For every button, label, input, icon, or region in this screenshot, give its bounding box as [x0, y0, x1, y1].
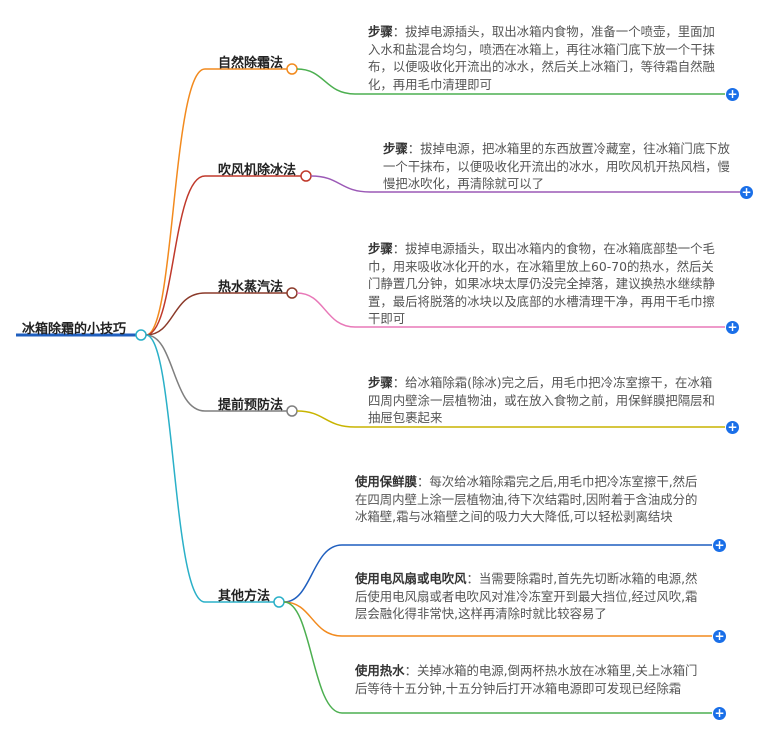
root-topic[interactable]: 冰箱除霜的小技巧 — [22, 322, 127, 337]
leaf-card[interactable]: 使用热水：关掉冰箱的电源,倒两杯热水放在冰箱里,关上冰箱门后等待十五分钟,十五分… — [355, 663, 698, 696]
branch-node-dot-5[interactable] — [273, 596, 285, 608]
branch-node-dot-2[interactable] — [300, 170, 312, 182]
plus-icon[interactable]: + — [726, 320, 739, 334]
leaf-keyword: 步骤 — [368, 241, 393, 256]
leaf-card[interactable]: 步骤：拔掉电源，把冰箱里的东西放置冷藏室，往冰箱门底下放一个干抹布，以便吸收化开… — [383, 141, 730, 191]
leaf-card[interactable]: 使用保鲜膜：每次给冰箱除霜完之后,用毛巾把冷冻室擦干,然后在四周内壁上涂一层植物… — [355, 474, 698, 524]
branch-connector-3 — [145, 292, 287, 336]
leaf-connector-2-1 — [310, 175, 740, 193]
branch-connector-2 — [145, 175, 301, 336]
leaf-keyword: 使用电风扇或电吹风 — [355, 571, 467, 586]
plus-icon[interactable]: + — [713, 629, 726, 643]
leaf-keyword: 使用热水 — [355, 663, 405, 678]
branch-title-5[interactable]: 其他方法 — [218, 589, 271, 604]
leaf-text: 拔掉电源插头，取出冰箱内的食物，在冰箱底部垫一个毛巾，用来吸收冰化开的水，在冰箱… — [368, 241, 715, 326]
branch-node-dot-3[interactable] — [286, 287, 298, 299]
leaf-connector-4-1 — [296, 410, 725, 428]
leaf-keyword: 步骤 — [383, 141, 408, 156]
leaf-card[interactable]: 步骤：给冰箱除霜(除冰)完之后，用毛巾把冷冻室擦干，在冰箱四周内壁涂一层植物油，… — [368, 375, 715, 425]
leaf-text: 当需要除霜时,首先先切断冰箱的电源,然后使用电风扇或者电吹风对准冷冻室开到最大挡… — [355, 571, 698, 621]
leaf-card[interactable]: 步骤：拔掉电源插头，取出冰箱内食物，准备一个喷壶，里面加入水和盐混合均匀，喷洒在… — [368, 24, 715, 92]
leaf-card[interactable]: 使用电风扇或电吹风：当需要除霜时,首先先切断冰箱的电源,然后使用电风扇或者电吹风… — [355, 571, 698, 621]
leaf-keyword: 步骤 — [368, 375, 393, 390]
branch-title-3[interactable]: 热水蒸汽法 — [218, 280, 284, 295]
branch-connector-5 — [145, 334, 274, 603]
leaf-keyword: 使用保鲜膜 — [355, 474, 417, 489]
root-node-dot[interactable] — [135, 329, 147, 341]
plus-icon[interactable]: + — [713, 706, 726, 720]
plus-icon[interactable]: + — [740, 185, 753, 199]
leaf-connector-5-3 — [283, 601, 712, 714]
leaf-text: 每次给冰箱除霜完之后,用毛巾把冷冻室擦干,然后在四周内壁上涂一层植物油,待下次结… — [355, 474, 698, 524]
plus-icon[interactable]: + — [726, 87, 739, 101]
leaf-text: 关掉冰箱的电源,倒两杯热水放在冰箱里,关上冰箱门后等待十五分钟,十五分钟后打开冰… — [355, 663, 698, 696]
leaf-connector-1-1 — [296, 68, 725, 95]
branch-node-dot-1[interactable] — [286, 63, 298, 75]
leaf-connector-5-1 — [283, 544, 712, 603]
leaf-keyword: 步骤 — [368, 24, 393, 39]
leaf-text: 给冰箱除霜(除冰)完之后，用毛巾把冷冻室擦干，在冰箱四周内壁涂一层植物油，或在放… — [368, 375, 715, 425]
branch-connector-4 — [145, 334, 287, 412]
leaf-connector-3-1 — [296, 292, 725, 328]
leaf-text: 拔掉电源插头，取出冰箱内食物，准备一个喷壶，里面加入水和盐混合均匀，喷洒在冰箱上… — [368, 24, 715, 92]
branch-node-dot-4[interactable] — [286, 405, 298, 417]
leaf-card[interactable]: 步骤：拔掉电源插头，取出冰箱内的食物，在冰箱底部垫一个毛巾，用来吸收冰化开的水，… — [368, 241, 715, 326]
branch-title-4[interactable]: 提前预防法 — [218, 398, 284, 413]
plus-icon[interactable]: + — [726, 420, 739, 434]
leaf-text: 拔掉电源，把冰箱里的东西放置冷藏室，往冰箱门底下放一个干抹布，以便吸收化开流出的… — [383, 141, 730, 191]
branch-connector-1 — [145, 68, 287, 336]
branch-title-1[interactable]: 自然除霜法 — [218, 56, 284, 71]
branch-title-2[interactable]: 吹风机除冰法 — [218, 163, 297, 178]
leaf-connector-5-2 — [283, 601, 712, 637]
plus-icon[interactable]: + — [713, 538, 726, 552]
